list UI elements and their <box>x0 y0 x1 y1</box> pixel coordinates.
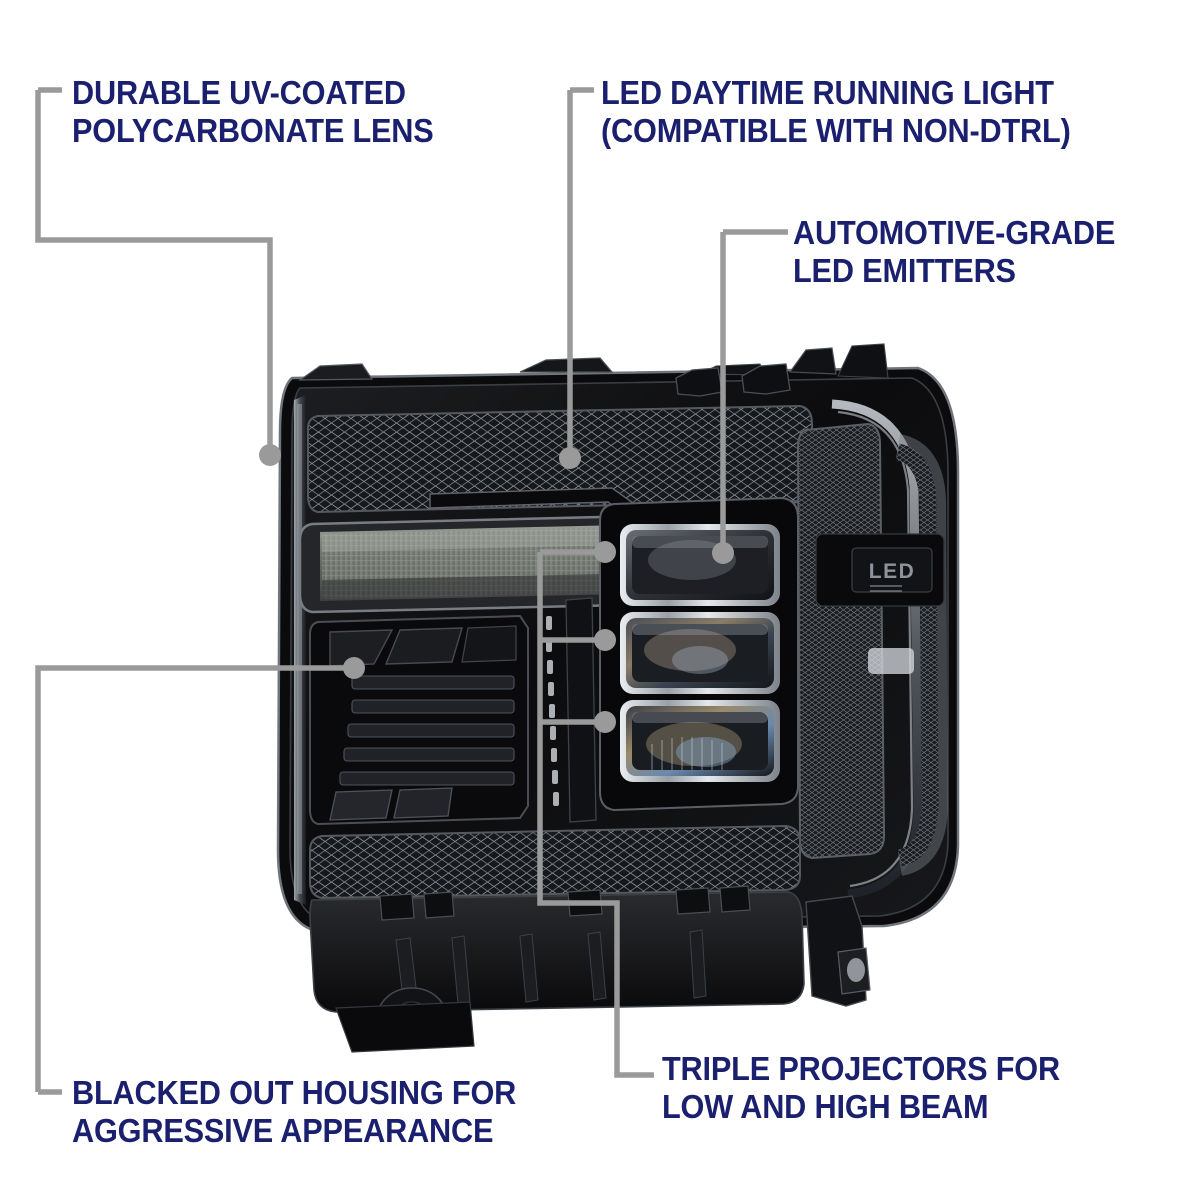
callout-line-1: BLACKED OUT HOUSING FOR <box>72 1074 517 1111</box>
side-marker-channel <box>895 434 949 876</box>
blacked-out-housing-panel <box>309 614 529 826</box>
callout-line-1: TRIPLE PROJECTORS FOR <box>662 1050 1060 1087</box>
side-marker-lamp <box>868 648 914 674</box>
callout-line-2: POLYCARBONATE LENS <box>72 112 434 149</box>
callout-line-2: LOW AND HIGH BEAM <box>662 1088 989 1125</box>
callout-line-2: AGGRESSIVE APPEARANCE <box>72 1112 494 1149</box>
triple-projector-cluster <box>599 496 799 812</box>
callout-line-1: DURABLE UV-COATED <box>72 74 406 111</box>
callout-line-2: (COMPATIBLE WITH NON-DTRL) <box>601 112 1071 149</box>
projector-low-beam-middle <box>620 612 780 694</box>
callout-line-1: LED DAYTIME RUNNING LIGHT <box>601 74 1054 111</box>
projector-high-beam-upper <box>620 524 780 606</box>
led-marking-text: LED <box>869 560 916 583</box>
right-mesh-column <box>796 422 886 860</box>
led-marking-tab: LED <box>815 533 945 607</box>
upper-right-mount-tabs <box>675 363 791 397</box>
projector-high-beam-lower <box>620 700 780 782</box>
bottom-mounting-bracket <box>309 885 871 1053</box>
callout-led-daytime-running-light: LED DAYTIME RUNNING LIGHT(COMPATIBLE WIT… <box>601 74 1071 150</box>
callout-line-2: LED EMITTERS <box>793 252 1016 289</box>
callout-line-1: AUTOMOTIVE-GRADE <box>793 214 1116 251</box>
